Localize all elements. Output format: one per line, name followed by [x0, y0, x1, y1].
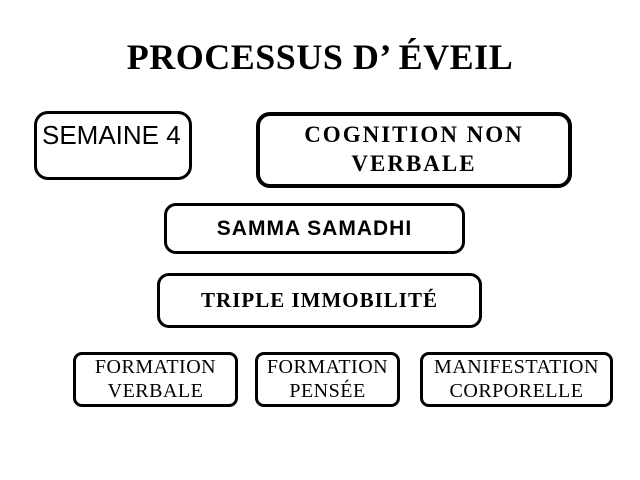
- box-formation-pensee-label-line-2: PENSÉE: [289, 379, 366, 402]
- box-formation-verbale: FORMATION VERBALE: [73, 352, 238, 407]
- box-manifestation-corporelle-label-line-2: CORPORELLE: [449, 379, 584, 402]
- box-cognition-label-line-1: COGNITION NON: [304, 122, 524, 148]
- box-semaine-4-label: SEMAINE 4: [42, 120, 181, 150]
- box-semaine-4: SEMAINE 4: [34, 111, 192, 180]
- box-formation-verbale-label-line-2: VERBALE: [107, 379, 204, 402]
- box-samma-samadhi: SAMMA SAMADHI: [164, 203, 465, 254]
- box-formation-verbale-label-line-1: FORMATION: [94, 355, 217, 378]
- slide-title: PROCESSUS D’ ÉVEIL: [126, 37, 514, 77]
- box-triple-immobilite-label: TRIPLE IMMOBILITÉ: [201, 288, 438, 312]
- box-manifestation-corporelle-label-line-1: MANIFESTATION: [434, 355, 599, 378]
- box-cognition-non-verbale: COGNITION NON VERBALE: [256, 112, 572, 188]
- box-formation-pensee-label-line-1: FORMATION: [266, 355, 389, 378]
- box-formation-pensee: FORMATION PENSÉE: [255, 352, 400, 407]
- box-triple-immobilite: TRIPLE IMMOBILITÉ: [157, 273, 482, 328]
- box-samma-samadhi-label: SAMMA SAMADHI: [216, 216, 413, 240]
- box-cognition-label-line-2: VERBALE: [351, 151, 477, 176]
- box-manifestation-corporelle: MANIFESTATION CORPORELLE: [420, 352, 613, 407]
